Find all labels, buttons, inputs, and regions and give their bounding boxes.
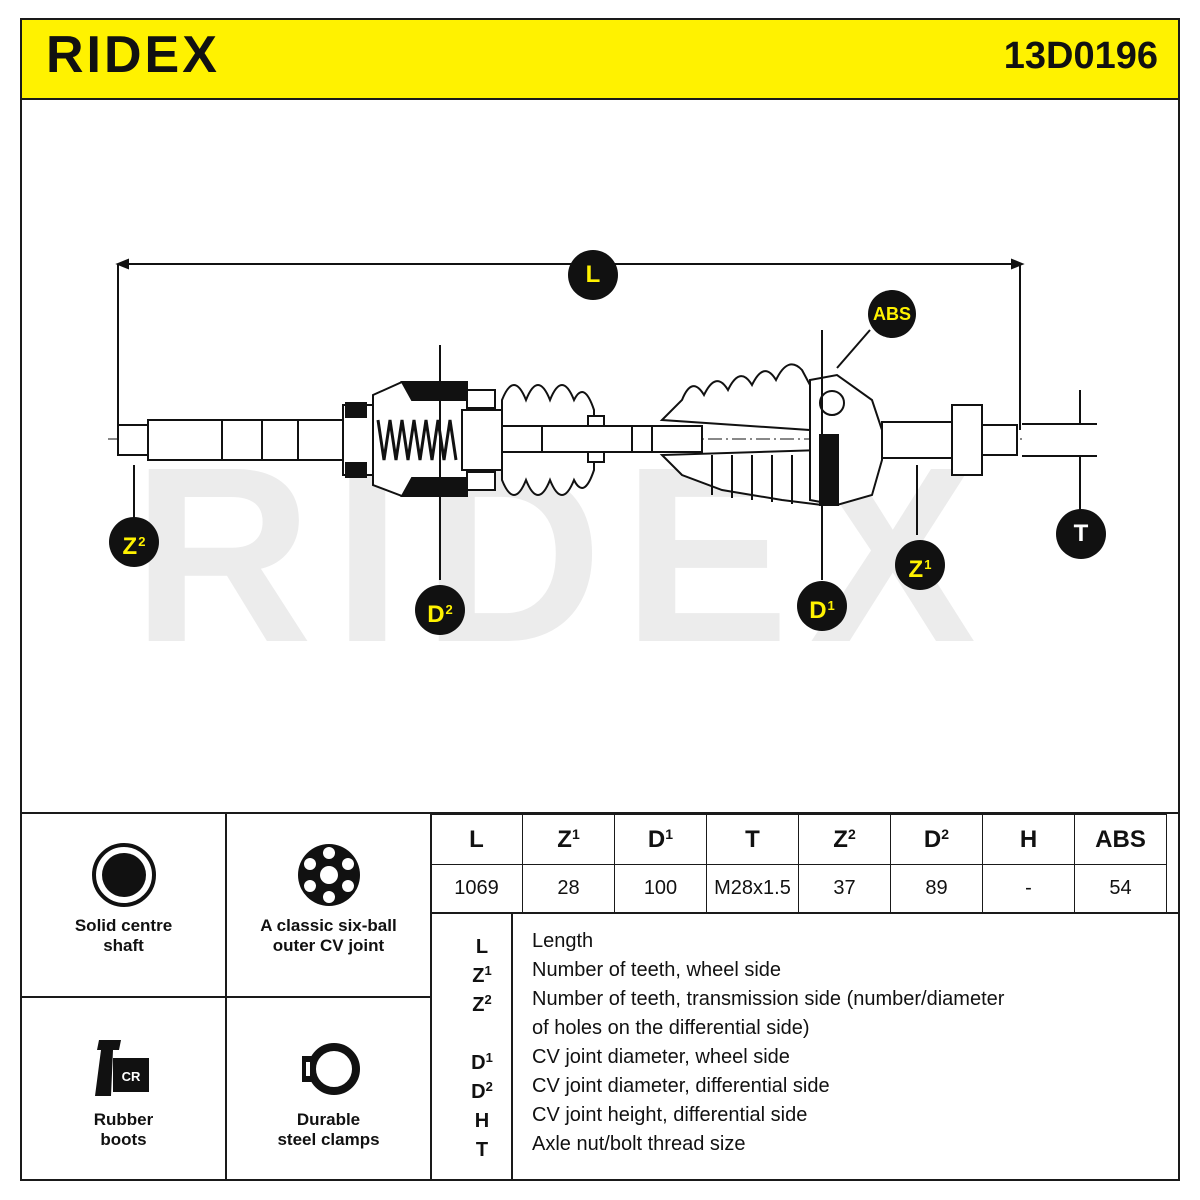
badge-thread: T: [1056, 509, 1106, 559]
inner-boot: [501, 384, 595, 431]
badge-d1: D1: [797, 581, 847, 631]
centre-shaft: [501, 425, 703, 453]
badge-length: L: [568, 250, 618, 300]
spec-header: T: [706, 814, 799, 865]
feature-steel-clamps: Durable steel clamps: [227, 1036, 430, 1150]
spec-header: D2: [890, 814, 983, 865]
grid-line: [20, 996, 431, 998]
badge-z2: Z2: [109, 517, 159, 567]
transmission-spline: [117, 424, 149, 456]
badge-abs: ABS: [868, 290, 916, 338]
spec-value: 1069: [430, 864, 523, 913]
grid-line: [430, 912, 1180, 914]
outer-boot: [659, 363, 811, 432]
shaft-diagram: [108, 258, 1097, 580]
spec-value: M28x1.5: [706, 864, 799, 913]
feature-rubber-boots: CR Rubber boots: [22, 1036, 225, 1150]
header-bar: [20, 18, 1180, 100]
spec-header: ABS: [1074, 814, 1167, 865]
part-number: 13D0196: [1003, 35, 1158, 77]
wheel-spline: [881, 421, 953, 459]
steel-clamp-icon: [301, 1043, 360, 1095]
spec-header: D1: [614, 814, 707, 865]
spec-value: 54: [1074, 864, 1167, 913]
spec-header: Z2: [798, 814, 891, 865]
brand-logo: RIDEX: [46, 26, 220, 84]
rubber-boot-cr-icon: CR: [94, 1040, 149, 1096]
spec-header: L: [430, 814, 523, 865]
spec-value: 37: [798, 864, 891, 913]
abs-ring: [819, 434, 839, 506]
spec-header-row: L Z1 D1 T Z2 D2 H ABS: [430, 814, 1167, 865]
legend-divider: [511, 912, 513, 1180]
spec-header: H: [982, 814, 1075, 865]
badge-d2: D2: [415, 585, 465, 635]
six-ball-joint-icon: [297, 844, 360, 906]
grid-line: [430, 814, 432, 1180]
spec-value: 28: [522, 864, 615, 913]
axle-nut: [951, 404, 983, 476]
feature-six-ball-joint: A classic six-ball outer CV joint: [227, 842, 430, 956]
spec-value: -: [982, 864, 1075, 913]
svg-text:CR: CR: [121, 1069, 140, 1084]
solid-shaft-icon: [91, 843, 156, 907]
spec-table: L Z1 D1 T Z2 D2 H ABS 1069 28 100 M28x1.…: [430, 814, 1167, 913]
spec-value: 89: [890, 864, 983, 913]
spec-value: 100: [614, 864, 707, 913]
section-divider: [20, 812, 1180, 814]
feature-solid-shaft: Solid centre shaft: [22, 842, 225, 956]
spec-value-row: 1069 28 100 M28x1.5 37 89 - 54: [430, 864, 1167, 913]
drive-shaft-drawing: RIDEX: [22, 100, 1178, 812]
spec-header: Z1: [522, 814, 615, 865]
badge-z1: Z1: [895, 540, 945, 590]
